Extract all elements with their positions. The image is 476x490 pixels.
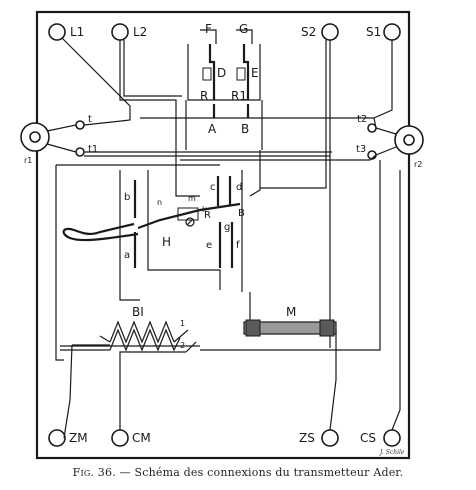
label-R-mid: R	[204, 210, 211, 221]
rotor-right: r2 t2 t3	[356, 114, 424, 169]
label-m: m	[188, 194, 196, 203]
label-g: g	[224, 222, 230, 233]
label-D: D	[217, 66, 226, 80]
terminal-ZS-label: ZS	[299, 431, 315, 445]
contact-t2-label: t2	[357, 114, 367, 125]
label-f: f	[236, 240, 240, 251]
terminal-ZM-label: ZM	[69, 431, 88, 445]
rotor-right-label: r2	[414, 160, 422, 169]
engraver-signature: J. Schile	[378, 449, 405, 456]
terminal-L2-label: L2	[133, 25, 147, 39]
contact-t-label: t	[88, 114, 92, 125]
microphone-label: M	[286, 305, 296, 319]
panel-frame	[35, 10, 411, 460]
label-R1: R1	[231, 89, 247, 103]
rotor-left: r1 t t1	[20, 114, 98, 165]
label-k: k	[202, 205, 207, 214]
terminal-L2: L2	[111, 23, 147, 41]
contact-t1-label: t1	[88, 144, 98, 155]
induction-coil: BI 1 2	[99, 305, 189, 352]
figure-caption: Fig. 36. — Schéma des connexions du tran…	[0, 466, 476, 479]
wiring	[55, 29, 401, 439]
label-E: E	[251, 66, 259, 80]
terminal-S1-label: S1	[366, 25, 381, 39]
label-R: R	[200, 89, 208, 103]
terminal-CM-label: CM	[132, 431, 151, 445]
contact-t3-label: t3	[356, 144, 366, 155]
caption-text: — Schéma des connexions du transmetteur …	[119, 466, 404, 479]
label-A: A	[208, 122, 217, 136]
terminal-S2-label: S2	[301, 25, 316, 39]
coil-tap-2: 2	[180, 341, 185, 350]
middle-mechanism: b a n k m H c d R B g e f	[62, 176, 245, 268]
terminal-L1-label: L1	[70, 25, 84, 39]
label-a: a	[124, 250, 130, 261]
coil-tap-1: 1	[180, 319, 185, 328]
label-b: b	[124, 192, 130, 203]
label-B: B	[241, 122, 249, 136]
rotor-left-label: r1	[24, 156, 32, 165]
label-c: c	[210, 182, 216, 193]
caption-figure-number: Fig. 36.	[72, 466, 116, 479]
terminal-ZS: ZS	[299, 429, 339, 447]
label-n: n	[157, 198, 162, 207]
terminal-L1: L1	[48, 23, 84, 41]
label-H: H	[162, 235, 171, 249]
label-d: d	[236, 182, 242, 193]
terminal-CM: CM	[111, 429, 151, 447]
microphone: M	[243, 305, 337, 337]
label-B-mid: B	[238, 208, 245, 219]
upper-switch: F G D E R R1 A B	[200, 22, 259, 136]
terminal-CS-label: CS	[360, 431, 376, 445]
label-e: e	[206, 240, 212, 251]
label-F: F	[205, 22, 212, 36]
label-G: G	[239, 22, 248, 36]
terminal-ZM: ZM	[48, 429, 88, 447]
coil-label: BI	[132, 305, 144, 319]
